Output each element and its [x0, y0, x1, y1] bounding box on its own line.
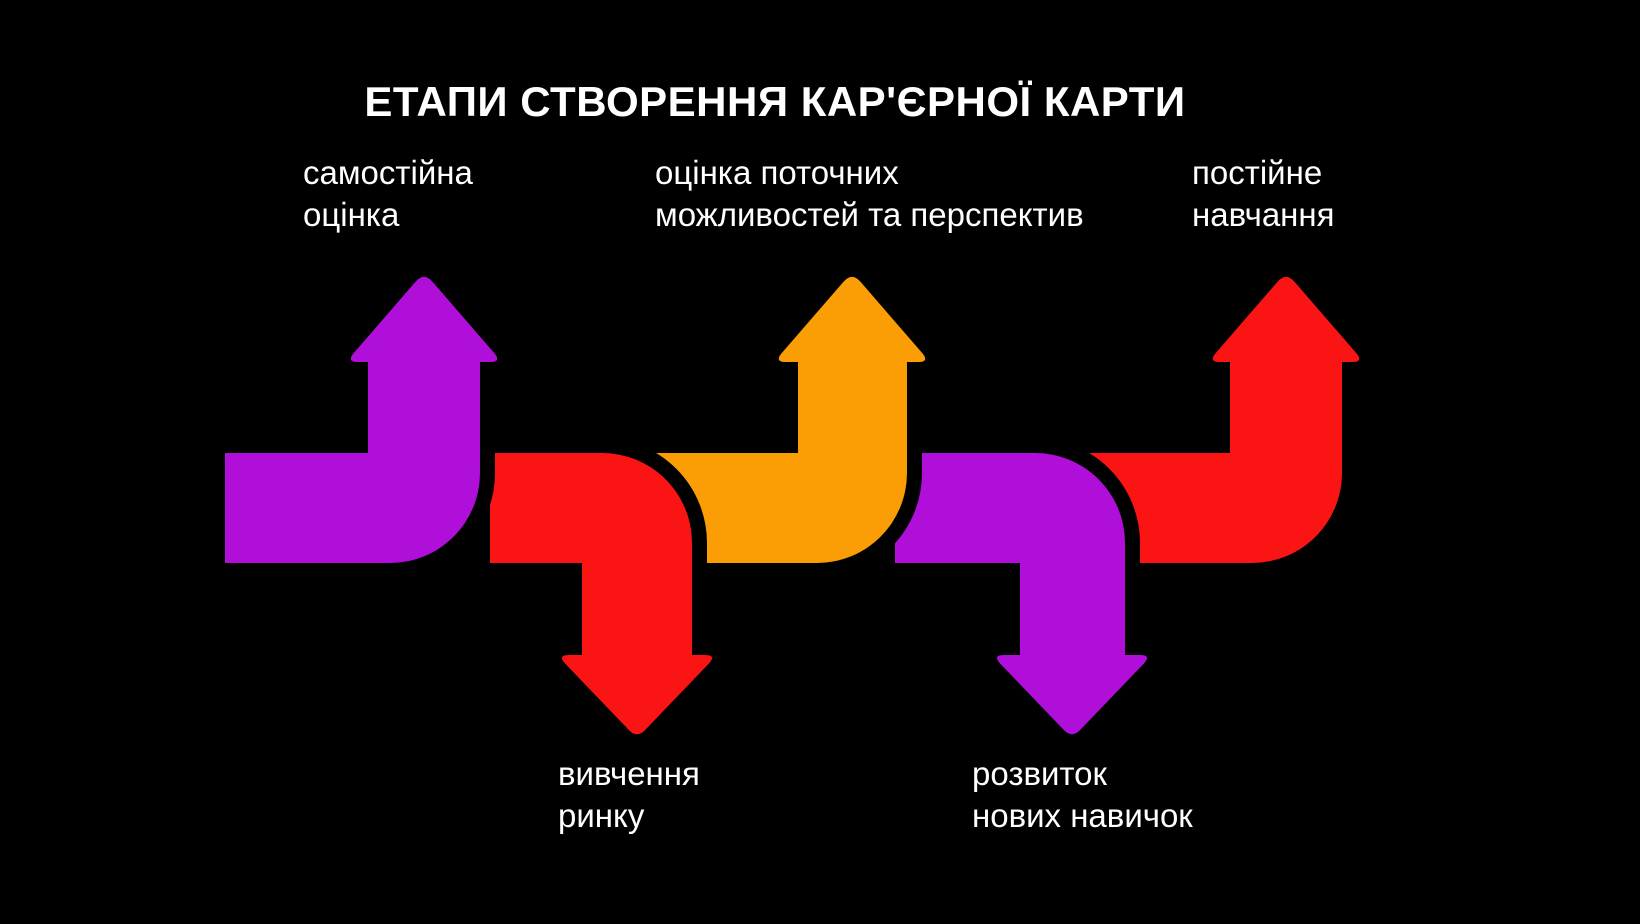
- label-step-2-line2: ринку: [558, 797, 645, 834]
- arrow-step-1-shape: [225, 276, 498, 563]
- arrow-step-4-purple-down: [880, 438, 1162, 750]
- label-step-5-line2: навчання: [1192, 196, 1335, 233]
- label-step-3: оцінка поточних можливостей та перспекти…: [655, 152, 1084, 236]
- label-step-1: самостійна оцінка: [303, 152, 473, 236]
- arrow-step-4-shape: [895, 453, 1148, 735]
- label-step-4-line1: розвиток: [972, 755, 1107, 792]
- label-step-2: вивчення ринку: [558, 753, 700, 837]
- arrow-step-2-shape: [490, 453, 713, 735]
- arrow-step-1-purple-up: [210, 262, 513, 578]
- label-step-1-line1: самостійна: [303, 154, 473, 191]
- page-title: ЕТАПИ СТВОРЕННЯ КАР'ЄРНОЇ КАРТИ: [364, 78, 1186, 125]
- arrow-step-2-red-down: [475, 438, 727, 750]
- label-step-4-line2: нових навичок: [972, 797, 1193, 834]
- label-step-1-line2: оцінка: [303, 196, 400, 233]
- label-step-3-line2: можливостей та перспектив: [655, 196, 1084, 233]
- label-step-5: постійне навчання: [1192, 152, 1335, 236]
- label-step-4: розвиток нових навичок: [972, 753, 1193, 837]
- label-step-5-line1: постійне: [1192, 154, 1323, 191]
- label-step-2-line1: вивчення: [558, 755, 700, 792]
- label-step-3-line1: оцінка поточних: [655, 154, 899, 191]
